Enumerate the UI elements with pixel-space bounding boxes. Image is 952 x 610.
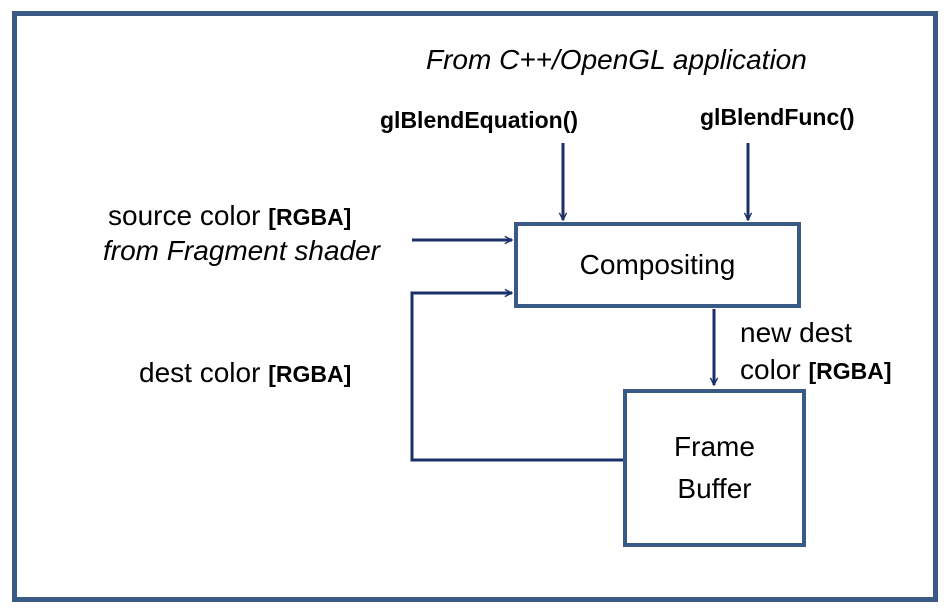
blend-equation-function: glBlendEquation(): [380, 107, 579, 133]
frame-buffer-label-line2: Buffer: [677, 473, 752, 504]
source-color-label: source color [RGBA]: [108, 200, 351, 232]
compositing-label: Compositing: [579, 249, 736, 280]
dest-color-format: [RGBA]: [268, 361, 352, 387]
new-dest-line2: color [RGBA]: [740, 351, 892, 390]
source-origin-label: from Fragment shader: [103, 235, 380, 266]
compositing-box: Compositing: [514, 222, 801, 308]
application-source-label: From C++/OpenGL application: [426, 44, 807, 75]
frame-buffer-box: Frame Buffer: [623, 389, 806, 547]
source-color-text: source color: [108, 200, 261, 231]
new-dest-line1: new dest: [740, 317, 853, 348]
new-dest-color-text: color: [740, 354, 801, 385]
diagram-frame: [12, 11, 938, 602]
dest-color-feedback-arrow: [410, 293, 625, 462]
frame-buffer-label-line1: Frame: [674, 431, 755, 462]
new-dest-color-label: new dest color [RGBA]: [740, 314, 892, 390]
dest-color-text: dest color: [139, 357, 261, 388]
new-dest-color-format: [RGBA]: [808, 358, 892, 384]
source-color-format: [RGBA]: [268, 204, 352, 230]
blend-func-function: glBlendFunc(): [700, 104, 855, 130]
dest-color-label: dest color [RGBA]: [139, 357, 351, 389]
